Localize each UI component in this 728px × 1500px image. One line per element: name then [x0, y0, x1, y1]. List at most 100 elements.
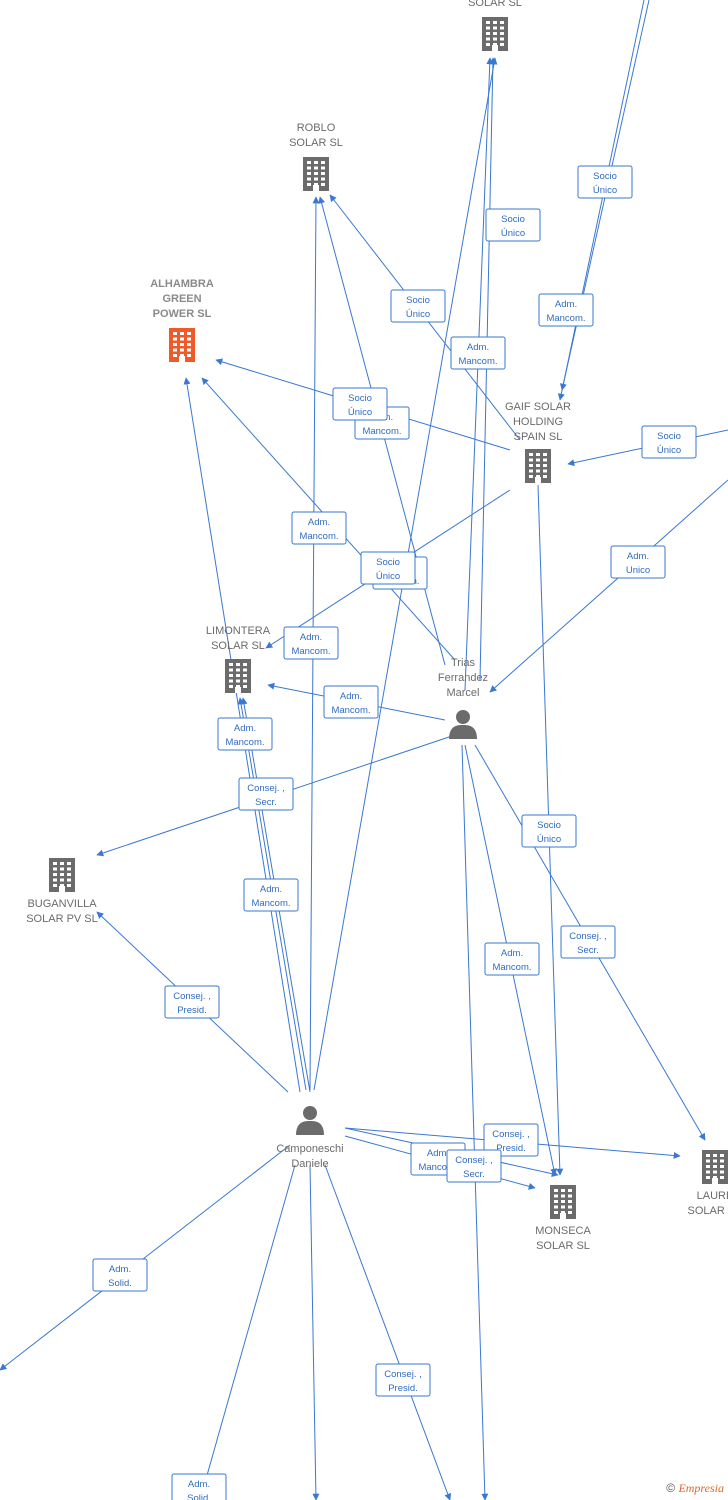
relation-label[interactable]: Consej. ,Presid. [375, 1363, 431, 1397]
copyright-symbol: © [666, 1481, 676, 1495]
relation-label-line: Socio [501, 214, 525, 225]
relation-edge [198, 1164, 296, 1500]
relation-label-line: Único [657, 445, 681, 456]
building-icon [482, 17, 508, 51]
relation-label-line: Presid. [177, 1005, 207, 1016]
node-label: GREEN [162, 293, 201, 305]
relation-label-line: Único [376, 571, 400, 582]
relation-edge [464, 57, 494, 691]
relation-label-line: Adm. [260, 884, 282, 895]
relation-edge [324, 1164, 452, 1500]
relation-label-line: Socio [406, 295, 430, 306]
relation-label-line: Adm. [300, 632, 322, 643]
footer: © Empresia [666, 1481, 724, 1496]
node-label: SPAIN SL [514, 431, 563, 443]
relation-edge [489, 479, 728, 693]
node-label: Ferrandez [438, 672, 488, 684]
relation-label-line: Socio [593, 171, 617, 182]
node-label: Camponeschi [276, 1143, 343, 1155]
relation-label-line: Mancom. [362, 426, 401, 437]
relation-label-line: Adm. [501, 948, 523, 959]
brand-logo[interactable]: Empresia [678, 1481, 724, 1495]
node-label: SOLAR SL [536, 1240, 590, 1252]
building-icon [702, 1150, 728, 1184]
relation-label-line: Consej. , [492, 1129, 530, 1140]
relations-layer: SocioÚnicoSocioÚnicoAdm.Mancom.SocioÚnic… [92, 165, 697, 1500]
relation-label[interactable]: Adm.Mancom. [283, 626, 339, 660]
node-label: ALHAMBRA [150, 278, 214, 290]
node-laure[interactable]: LAURESOLAR PV [687, 1150, 728, 1217]
relation-label-line: Mancom. [492, 962, 531, 973]
relation-label-line: Adm. [188, 1479, 210, 1490]
relation-label-line: Secr. [463, 1169, 485, 1180]
node-limontera[interactable]: LIMONTERA SOLAR SL [206, 625, 271, 693]
relation-label[interactable]: Adm.Mancom. [450, 336, 506, 370]
relation-label[interactable]: Adm.Solid. [92, 1258, 148, 1292]
relation-label-line: Socio [348, 393, 372, 404]
relation-label-line: Secr. [577, 945, 599, 956]
relation-edge [0, 1144, 291, 1371]
building-icon [525, 449, 551, 483]
node-solar_top[interactable]: SOLAR SL [468, 0, 522, 51]
relation-label[interactable]: Adm. Unico [610, 545, 666, 579]
node-label: GAIF SOLAR [505, 401, 571, 413]
relation-label[interactable]: Adm. Mancom. [217, 717, 273, 751]
relation-label-line: Adm. [627, 551, 649, 562]
relation-label-line: Consej. , [455, 1155, 493, 1166]
relation-label-line: Único [593, 185, 617, 196]
relation-label[interactable]: Adm.Mancom. [243, 878, 299, 912]
relation-label-line: Adm. [308, 517, 330, 528]
node-label: LIMONTERA [206, 625, 271, 637]
relation-label-line: Mancom. [225, 737, 264, 748]
relation-edge [557, 0, 645, 401]
relation-label-line: Solid. [187, 1493, 211, 1500]
relation-label-line: Presid. [496, 1143, 526, 1154]
relation-label[interactable]: Adm.Mancom. [291, 511, 347, 545]
relation-label[interactable]: Consej. , Presid. [164, 985, 220, 1019]
relation-label-line: Socio [376, 557, 400, 568]
node-label: SOLAR SL [211, 640, 265, 652]
relation-label[interactable]: Adm. Mancom. [484, 942, 540, 976]
relation-label-line: Consej. , [569, 931, 607, 942]
relation-label-line: Unico [626, 565, 650, 576]
relation-label-line: Único [537, 834, 561, 845]
relation-label-line: Adm. [555, 299, 577, 310]
relation-edge [309, 1164, 320, 1500]
relation-label[interactable]: Adm. Mancom. [538, 293, 594, 327]
relation-label-line: Adm. [234, 723, 256, 734]
node-label: SOLAR SL [468, 0, 522, 9]
node-label: BUGANVILLA [27, 898, 97, 910]
relation-label-line: Adm. [109, 1264, 131, 1275]
relation-label[interactable]: Consej. ,Secr. [238, 777, 294, 811]
building-icon [550, 1185, 576, 1219]
person-icon [296, 1106, 324, 1135]
relation-label-line: Mancom. [546, 313, 585, 324]
relation-label[interactable]: Consej. , Secr. [560, 925, 616, 959]
relation-label-line: Secr. [255, 797, 277, 808]
relation-label[interactable]: Adm.Mancom. [323, 685, 379, 719]
relation-label-line: Mancom. [458, 356, 497, 367]
relation-label-line: Mancom. [331, 705, 370, 716]
relation-label[interactable]: Consej. , Presid. [483, 1123, 539, 1157]
relation-label[interactable]: Consej. , Secr. [446, 1149, 502, 1183]
relation-label[interactable]: Adm. Solid. [171, 1473, 227, 1500]
building-icon [303, 157, 329, 191]
relation-label-line: Consej. , [173, 991, 211, 1002]
relation-label-line: Adm. [427, 1148, 449, 1159]
